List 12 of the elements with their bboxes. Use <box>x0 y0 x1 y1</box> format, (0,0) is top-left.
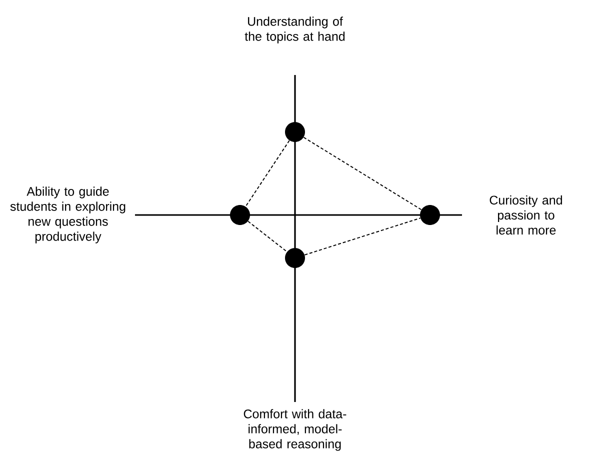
dashed-line <box>304 218 421 256</box>
data-point <box>230 205 250 225</box>
axis-label: Comfort with data-informed, model-based reasoning <box>244 409 346 451</box>
dashed-line <box>303 136 422 210</box>
dashed-line <box>245 140 290 207</box>
data-point <box>285 122 305 142</box>
axis-label: Curiosity and passion to learn more <box>490 195 562 235</box>
axis-label: Ability to guide students in exploring new questions productively <box>10 186 126 244</box>
data-point <box>285 248 305 268</box>
data-point <box>420 205 440 225</box>
dashed-line <box>248 220 288 252</box>
axis-label: Understanding of the topics at hand <box>244 16 345 44</box>
